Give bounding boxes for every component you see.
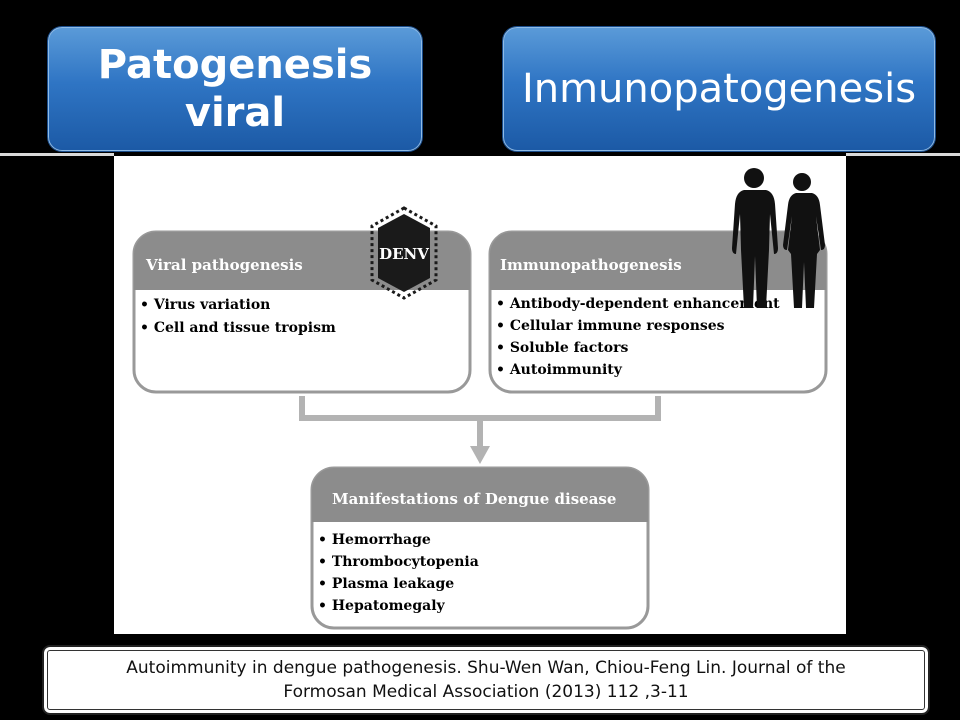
immuno-item: • Antibody-dependent enhancement	[496, 296, 780, 312]
denv-label: DENV	[379, 245, 429, 263]
viral-item: • Cell and tissue tropism	[140, 320, 336, 336]
viral-item: • Virus variation	[140, 297, 270, 313]
immuno-item: • Autoimmunity	[496, 362, 623, 378]
manifest-item: • Plasma leakage	[318, 576, 454, 592]
patogenesis-viral-line1: Patogenesis	[97, 42, 373, 88]
immuno-item: • Soluble factors	[496, 340, 628, 356]
manifestations-box: Manifestations of Dengue disease • Hemor…	[310, 466, 650, 630]
pathogenesis-diagram: Viral pathogenesis • Virus variation • C…	[114, 156, 846, 634]
immunopathogenesis-title: Immunopathogenesis	[500, 256, 682, 274]
manifest-item: • Hemorrhage	[318, 532, 431, 548]
human-figures-icon	[732, 168, 825, 308]
denv-virus-icon: DENV	[370, 206, 438, 300]
connector-arrow	[299, 396, 661, 448]
immunopathogenesis-box: Immunopathogenesis • Antibody-dependent …	[488, 230, 828, 394]
viral-pathogenesis-title: Viral pathogenesis	[145, 256, 303, 274]
patogenesis-viral-line2: viral	[184, 90, 286, 136]
manifestations-title: Manifestations of Dengue disease	[332, 490, 616, 508]
divider-right	[846, 153, 960, 156]
manifest-item: • Hepatomegaly	[318, 598, 446, 614]
citation-line2: Formosan Medical Association (2013) 112 …	[283, 682, 689, 702]
citation-box: Autoimmunity in dengue pathogenesis. Shu…	[42, 645, 930, 715]
patogenesis-viral-button[interactable]: Patogenesis viral	[48, 27, 422, 151]
divider-left	[0, 153, 114, 156]
immuno-item: • Cellular immune responses	[496, 318, 725, 334]
arrow-head-icon	[470, 446, 490, 464]
inmunopatogenesis-button[interactable]: Inmunopatogenesis	[503, 27, 935, 151]
citation-line1: Autoimmunity in dengue pathogenesis. Shu…	[126, 658, 846, 678]
inmunopatogenesis-label: Inmunopatogenesis	[521, 66, 917, 112]
manifest-item: • Thrombocytopenia	[318, 554, 479, 570]
